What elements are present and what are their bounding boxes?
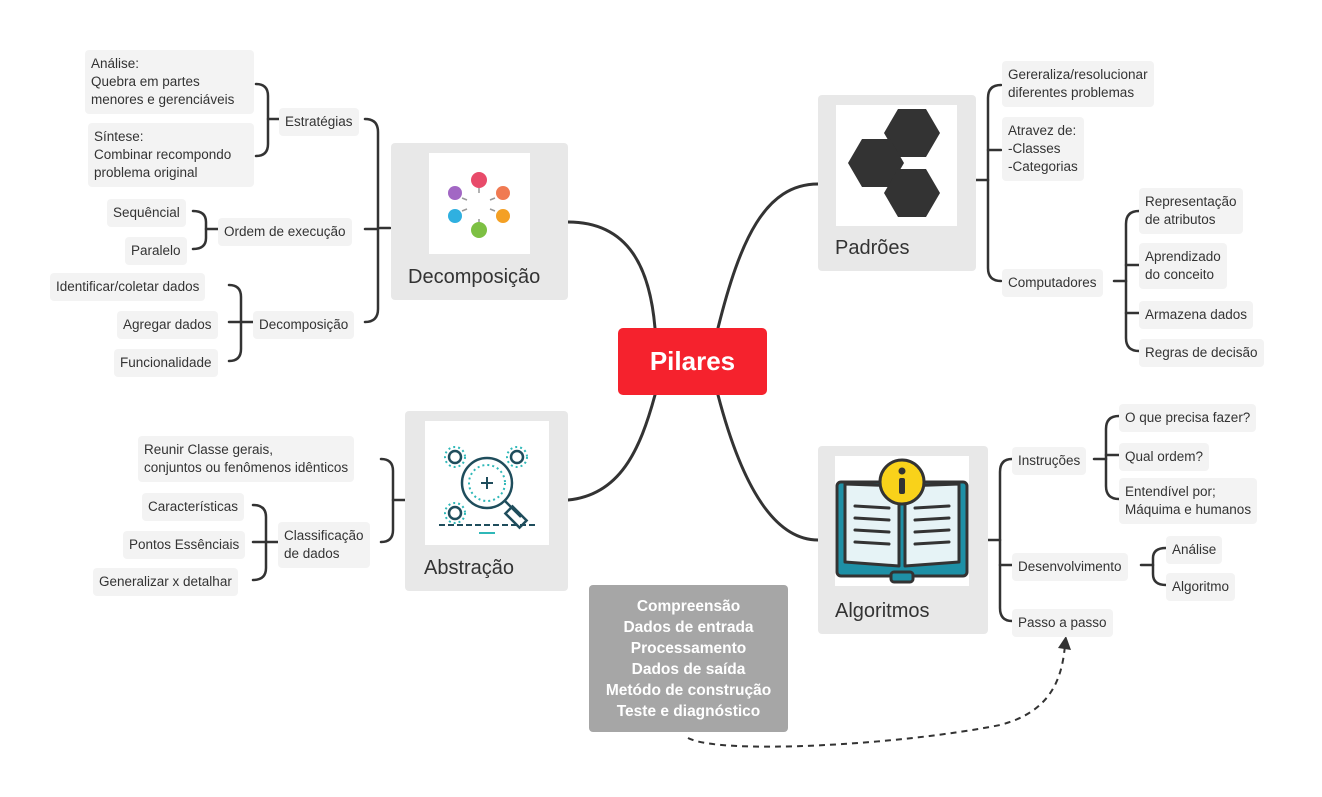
pontos-essenciais-node[interactable]: Pontos Essênciais bbox=[123, 531, 246, 559]
reunir-node[interactable]: Reunir Classe gerais, conjuntos ou fenôm… bbox=[138, 436, 355, 482]
classificacao-node[interactable]: Classificação de dados bbox=[278, 522, 370, 568]
info-book-icon bbox=[835, 456, 969, 586]
o-que-node[interactable]: O que precisa fazer? bbox=[1119, 404, 1257, 432]
branch-abstracao[interactable]: Abstração bbox=[405, 411, 568, 591]
caracteristicas-node[interactable]: Características bbox=[142, 493, 245, 521]
branch-label: Padrões bbox=[835, 237, 910, 259]
generalizar-node[interactable]: Generalizar x detalhar bbox=[93, 568, 238, 596]
estrategias-node[interactable]: Estratégias bbox=[279, 108, 359, 136]
armazena-node[interactable]: Armazena dados bbox=[1139, 301, 1254, 329]
entendivel-node[interactable]: Entendível por; Máquima e humanos bbox=[1119, 478, 1258, 524]
analise-alg-node[interactable]: Análise bbox=[1166, 536, 1223, 564]
branch-label: Algoritmos bbox=[835, 600, 930, 622]
passo-a-passo-node[interactable]: Passo a passo bbox=[1012, 609, 1113, 637]
branch-algoritmos[interactable]: Algoritmos bbox=[818, 446, 988, 634]
branch-decomposicao[interactable]: Decomposição bbox=[391, 143, 568, 300]
branch-label: Abstração bbox=[424, 557, 515, 579]
hexagons-icon bbox=[836, 105, 957, 226]
decomposicao-sub-node[interactable]: Decomposição bbox=[253, 311, 355, 339]
algoritmo-node[interactable]: Algoritmo bbox=[1166, 573, 1236, 601]
atraves-node[interactable]: Atravez de: -Classes -Categorias bbox=[1002, 117, 1084, 181]
identificar-node[interactable]: Identificar/coletar dados bbox=[50, 273, 206, 301]
note-line: Processamento bbox=[630, 640, 747, 657]
computadores-node[interactable]: Computadores bbox=[1002, 269, 1103, 297]
analise-node[interactable]: Análise: Quebra em partes menores e gere… bbox=[85, 50, 254, 114]
note-line: Dados de entrada bbox=[623, 619, 754, 636]
sequencial-node[interactable]: Sequêncial bbox=[107, 199, 186, 227]
note-line: Dados de saída bbox=[631, 661, 746, 678]
sintese-node[interactable]: Síntese: Combinar recompondo problema or… bbox=[88, 123, 254, 187]
note-box[interactable]: Compreensão Dados de entrada Processamen… bbox=[589, 585, 788, 732]
qual-ordem-node[interactable]: Qual ordem? bbox=[1119, 443, 1210, 471]
representacao-node[interactable]: Representação de atributos bbox=[1139, 188, 1243, 234]
note-line: Teste e diagnóstico bbox=[616, 703, 761, 720]
ordem-execucao-node[interactable]: Ordem de execução bbox=[218, 218, 352, 246]
agregar-node[interactable]: Agregar dados bbox=[117, 311, 218, 339]
regras-node[interactable]: Regras de decisão bbox=[1139, 339, 1264, 367]
aprendizado-node[interactable]: Aprendizado do conceito bbox=[1139, 243, 1227, 289]
desenvolvimento-node[interactable]: Desenvolvimento bbox=[1012, 553, 1128, 581]
generaliza-node[interactable]: Gereraliza/resolucionar diferentes probl… bbox=[1002, 61, 1154, 107]
center-topic[interactable]: Pilares bbox=[618, 328, 767, 395]
branch-padroes[interactable]: Padrões bbox=[818, 95, 976, 271]
paralelo-node[interactable]: Paralelo bbox=[125, 237, 187, 265]
funcionalidade-node[interactable]: Funcionalidade bbox=[114, 349, 218, 377]
branch-label: Decomposição bbox=[408, 266, 541, 288]
magnifier-gears-icon bbox=[425, 421, 549, 545]
note-line: Metódo de construção bbox=[605, 682, 772, 699]
note-line: Compreensão bbox=[636, 598, 741, 615]
connected-circles-icon bbox=[429, 153, 530, 254]
instrucoes-node[interactable]: Instruções bbox=[1012, 447, 1087, 475]
